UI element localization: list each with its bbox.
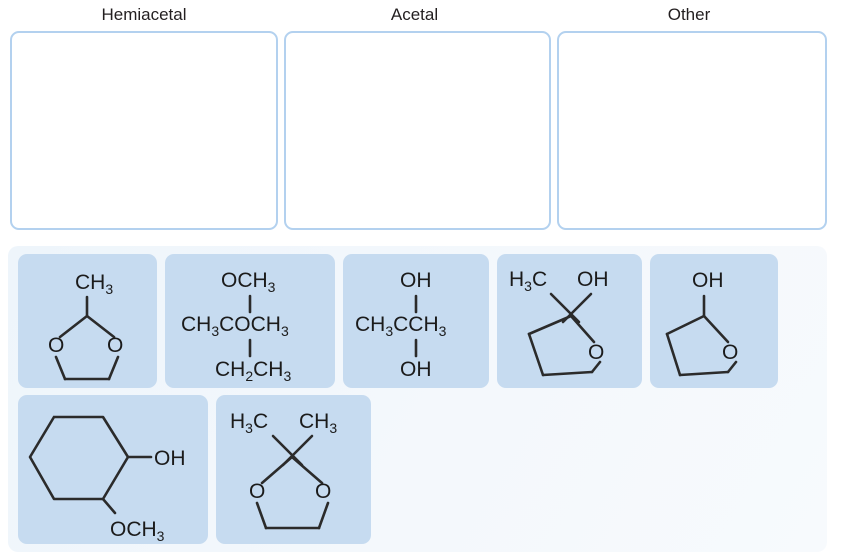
- label-ring-oxygen-left: O: [249, 480, 265, 503]
- bond-apex-right-o: [85, 314, 116, 339]
- structure-2-methyl-1-3-dioxolane: CH3 O O: [48, 271, 123, 381]
- label-h3c: H3C: [230, 410, 268, 436]
- label-oh: OH: [154, 447, 186, 470]
- column-headers: Hemiacetal Acetal Other: [10, 0, 827, 30]
- label-oh: OH: [577, 268, 609, 291]
- label-och3: OCH3: [110, 518, 165, 544]
- column-header-acetal: Acetal: [390, 5, 439, 24]
- label-ring-oxygen-right: O: [107, 334, 123, 357]
- bond-ch2-ch2: [527, 332, 545, 377]
- molecule-tile-2-methyl-1-3-dioxolane[interactable]: CH3 O O: [18, 254, 157, 388]
- label-ch3cch3-middle: CH3CCH3: [355, 313, 447, 339]
- structure-condensed-acetal: OCH3 CH3COCH3 CH2CH3: [181, 269, 291, 384]
- molecule-tray: CH3 O O O: [8, 246, 827, 552]
- bond-apex-right-o: [290, 455, 324, 485]
- structure-2-methyl-2-hydroxy-tetrahydrofuran: H3C OH O: [509, 268, 609, 377]
- bond-ch2-ch2-bottom: [541, 370, 594, 377]
- molecule-tile-gem-diol[interactable]: OH CH3CCH3 OH: [343, 254, 489, 388]
- bond-c-och3: [101, 497, 117, 515]
- label-ch3cochs-middle: CH3COCH3: [181, 313, 289, 339]
- molecule-tile-condensed-acetal[interactable]: OCH3 CH3COCH3 CH2CH3: [165, 254, 335, 388]
- structure-2-hydroxy-tetrahydrofuran: OH O: [665, 269, 738, 377]
- bond-apex-to-ch2: [665, 314, 706, 336]
- column-header-other: Other: [667, 5, 711, 24]
- structure-propane-2-2-diol: OH CH3CCH3 OH: [355, 269, 447, 381]
- label-oh: OH: [692, 269, 724, 292]
- label-och3-top: OCH3: [221, 269, 276, 295]
- label-ring-oxygen: O: [722, 341, 738, 364]
- bond-apex-to-o: [569, 314, 596, 344]
- bond-left-o-ch2: [54, 355, 67, 381]
- bond-apex-left-o: [260, 455, 294, 485]
- bond-ch2-ch2: [665, 332, 682, 377]
- label-ring-oxygen-left: O: [48, 334, 64, 357]
- bond-ch2-ch2-bottom: [678, 370, 730, 377]
- molecule-tile-2-methoxycyclohexanol[interactable]: OH OCH3: [18, 395, 208, 544]
- label-ch3: CH3: [75, 271, 113, 297]
- molecule-tray-row-1: CH3 O O O: [18, 254, 786, 388]
- dropzone-hemiacetal[interactable]: [10, 31, 278, 230]
- label-ch2ch3-bottom: CH2CH3: [215, 358, 291, 384]
- bond-ch2-o: [726, 360, 738, 374]
- label-oh-top: OH: [400, 269, 432, 292]
- label-h3c: H3C: [509, 268, 547, 294]
- structure-2-methoxycyclohexan-1-ol: OH OCH3: [28, 415, 186, 544]
- dropzone-other[interactable]: [557, 31, 827, 230]
- label-oh-bottom: OH: [400, 358, 432, 381]
- bond-h3c-to-c: [549, 292, 581, 324]
- bond-left-o-ch2: [255, 501, 268, 530]
- structure-2-2-dimethyl-1-3-dioxolane: H3C CH3 O O: [230, 410, 337, 530]
- bond-right-o-ch2: [107, 355, 120, 381]
- molecule-tile-methyl-hydroxy-thf[interactable]: H3C OH O: [497, 254, 642, 388]
- bond-apex-to-ch2: [527, 314, 573, 336]
- bond-apex-left-o: [58, 314, 89, 339]
- molecule-tray-row-2: OH OCH3 H3C CH3 O O: [18, 395, 379, 544]
- bond-right-o-ch2: [317, 501, 330, 530]
- molecule-tile-hydroxy-thf[interactable]: OH O: [650, 254, 778, 388]
- dropzone-acetal[interactable]: [284, 31, 551, 230]
- drop-zones: [10, 31, 827, 230]
- label-ring-oxygen-right: O: [315, 480, 331, 503]
- label-ring-oxygen: O: [588, 341, 604, 364]
- molecule-tile-2-2-dimethyl-1-3-dioxolane[interactable]: H3C CH3 O O: [216, 395, 371, 544]
- ring-cyclohexane: [28, 415, 130, 501]
- column-header-hemiacetal: Hemiacetal: [101, 5, 187, 24]
- label-ch3: CH3: [299, 410, 337, 436]
- bond-apex-to-o: [702, 314, 730, 344]
- bond-ch2-o: [590, 360, 602, 374]
